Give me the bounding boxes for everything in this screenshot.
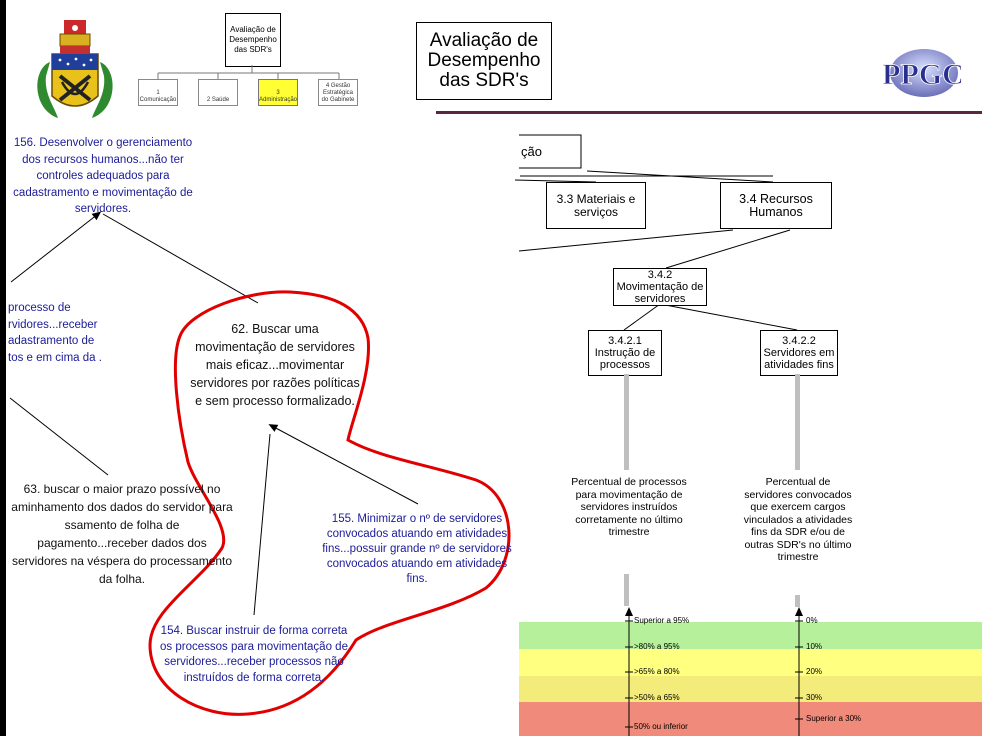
- descriptor-3-4-2-1: Percentual de processos para movimentaçã…: [571, 476, 687, 538]
- node-3-4-2-1: 3.4.2.1 Instrução de processos: [588, 330, 662, 376]
- pillar-3-4-2-2: [795, 374, 800, 470]
- scale-axes: [625, 607, 803, 736]
- scale-right-level-4: 30%: [806, 693, 823, 702]
- band-red: [519, 702, 982, 736]
- node-3-4-2-2: 3.4.2.2 Servidores em atividades fins: [760, 330, 838, 376]
- scale-right-level-5: Superior a 30%: [806, 714, 862, 723]
- university-crest-icon: [37, 20, 113, 118]
- goal-partial-left: processo de rvidores...receber adastrame…: [8, 302, 102, 364]
- scale-right-level-2: 10%: [806, 642, 823, 651]
- scale-right-level-1: 0%: [806, 616, 818, 625]
- pillar-3-4-2-2-lower: [795, 595, 800, 607]
- left-border: [0, 0, 6, 736]
- header-divider: [436, 111, 982, 114]
- node-3-4: 3.4 Recursos Humanos: [720, 182, 832, 229]
- mini-tree-item-1: 1 Comunicação: [138, 79, 178, 106]
- goal-62: 62. Buscar uma movimentação de servidore…: [190, 322, 360, 408]
- scale-left-level-4: >50% a 65%: [634, 693, 680, 702]
- goal-154: 154. Buscar instruir de forma correta os…: [160, 625, 348, 684]
- node-3-4-2: 3.4.2 Movimentação de servidores: [613, 268, 707, 306]
- scale-left-level-3: >65% a 80%: [634, 667, 680, 676]
- goal-155: 155. Minimizar o nº de servidores convoc…: [322, 513, 512, 585]
- svg-text:PPGC: PPGC: [882, 58, 964, 91]
- partial-node-label: ção: [521, 144, 542, 159]
- scale-right-level-3: 20%: [806, 667, 823, 676]
- ppgc-logo: PPGC: [872, 47, 974, 99]
- band-yellow-dark: [519, 676, 982, 702]
- node-3-3: 3.3 Materiais e serviços: [546, 182, 646, 229]
- mini-tree-item-3-highlighted: 3 Administração: [258, 79, 298, 106]
- scale-left-level-5: 50% ou inferior: [634, 722, 688, 731]
- mini-tree-root: Avaliação de Desempenho das SDR's: [225, 13, 281, 67]
- root-node: Avaliação de Desempenho das SDR's: [416, 22, 552, 100]
- band-yellow: [519, 649, 982, 676]
- descriptor-3-4-2-2: Percentual de servidores convocados que …: [743, 476, 853, 563]
- goal-156: 156. Desenvolver o gerenciamento dos rec…: [13, 137, 193, 215]
- band-green: [519, 622, 982, 649]
- mini-tree-item-2: 2 Saúde: [198, 79, 238, 106]
- highlight-outline: [148, 290, 511, 716]
- goal-63: 63. buscar o maior prazo possível no ami…: [11, 482, 233, 586]
- pillar-3-4-2-1-lower: [624, 574, 629, 606]
- mini-tree-item-4: 4 Gestão Estratégica do Gabinete: [318, 79, 358, 106]
- scale-left-level-2: >80% a 95%: [634, 642, 680, 651]
- pillar-3-4-2-1: [624, 374, 629, 470]
- scale-left-level-1: Superior a 95%: [634, 616, 690, 625]
- mini-tree-connectors: [157, 65, 340, 79]
- ppgc-logo-icon: PPGC: [882, 49, 964, 97]
